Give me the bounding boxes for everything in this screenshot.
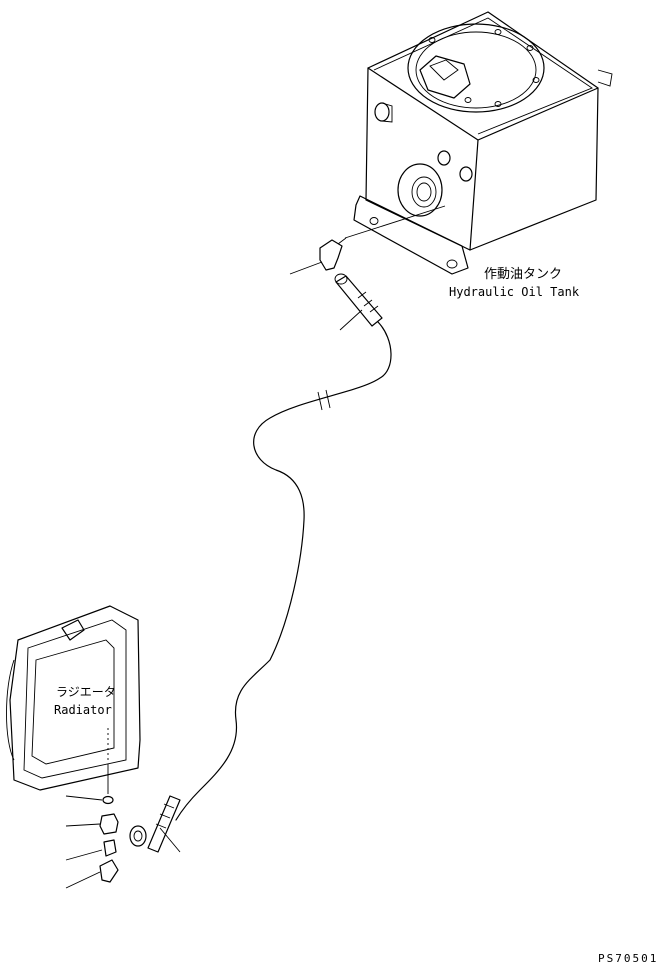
hose-break-mark <box>317 389 331 411</box>
adapter-fitting <box>99 813 119 835</box>
connector-fitting <box>103 839 117 857</box>
radiator-label-en: Radiator <box>54 703 112 717</box>
tank-drain-line <box>344 205 446 239</box>
bracket-bolt <box>446 259 458 269</box>
cover-bolts <box>428 29 540 107</box>
tank-mount-bracket <box>353 195 469 275</box>
radiator-core <box>23 619 127 779</box>
suction-flange <box>397 163 443 217</box>
drain-hose <box>175 321 392 821</box>
tank-port-right <box>459 166 473 182</box>
radiator <box>6 605 141 791</box>
o-ring <box>102 795 114 805</box>
tank-right-face <box>469 87 599 251</box>
hose-end-upper <box>334 273 383 327</box>
tank-port-upper <box>374 102 390 122</box>
hose-end-lower <box>129 795 181 853</box>
bracket-bolt-2 <box>369 217 379 225</box>
tank-top-face <box>367 11 599 141</box>
tank-label-en: Hydraulic Oil Tank <box>449 285 580 299</box>
tank-label-jp: 作動油タンク <box>484 267 562 282</box>
tank-cover-flange-inner <box>415 31 537 109</box>
suction-flange-inner <box>411 176 437 208</box>
radiator-label-jp: ラジエータ <box>56 685 116 699</box>
tank-cap <box>419 55 471 99</box>
tank-port-mid <box>437 150 451 166</box>
radiator-body <box>9 605 141 791</box>
elbow-fitting-small <box>99 859 119 883</box>
hydraulic-oil-tank <box>344 11 613 275</box>
radiator-fittings <box>99 764 119 883</box>
tank-right-bracket <box>597 69 613 87</box>
radiator-cap <box>61 619 85 641</box>
drawing-code: PS70501 <box>598 952 658 965</box>
radiator-core-inner <box>31 639 115 765</box>
leader-lines <box>65 261 363 889</box>
tank-elbow-fitting <box>319 237 347 271</box>
radiator-shroud <box>6 659 15 761</box>
tank-cover-flange <box>407 23 545 113</box>
tank-top-rim <box>373 17 593 135</box>
